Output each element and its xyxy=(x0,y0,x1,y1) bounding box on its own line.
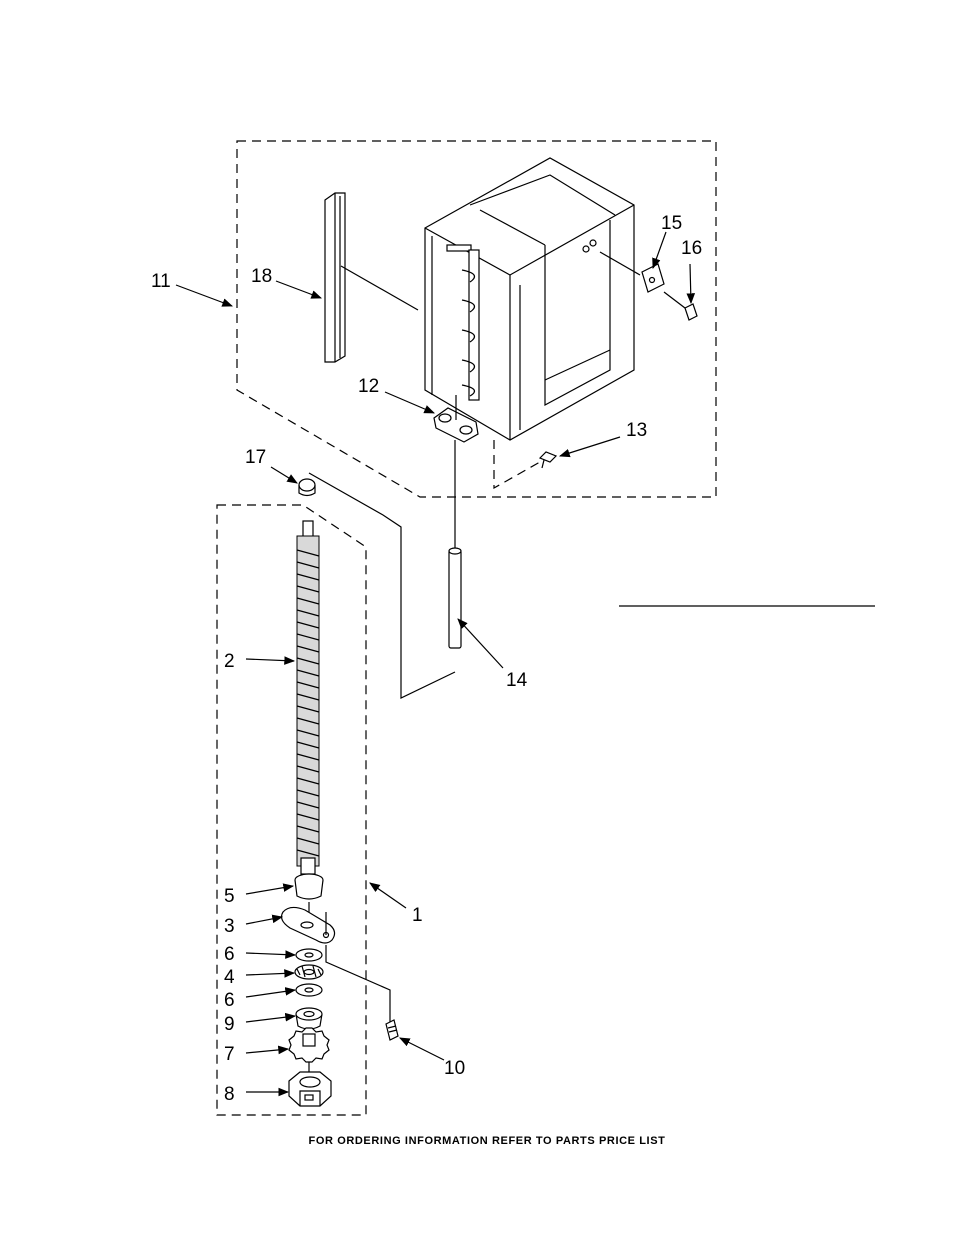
callout-16: 16 xyxy=(681,238,702,259)
callout-17: 17 xyxy=(245,447,266,468)
part-6-washer-upper xyxy=(296,949,322,961)
part-7-sprocket xyxy=(289,1028,329,1074)
callout-1: 1 xyxy=(412,905,423,926)
callout-7: 7 xyxy=(224,1044,235,1065)
callout-9: 9 xyxy=(224,1014,235,1035)
assembly-1-boundary xyxy=(217,505,366,1115)
callout-18: 18 xyxy=(251,266,272,287)
callout-15: 15 xyxy=(661,213,682,234)
callout-6-lower: 6 xyxy=(224,990,235,1011)
callout-13: 13 xyxy=(626,420,647,441)
callout-2: 2 xyxy=(224,651,235,672)
callout-4: 4 xyxy=(224,967,235,988)
callout-5: 5 xyxy=(224,886,235,907)
part-14-rod xyxy=(449,440,461,648)
part-8-nut xyxy=(289,1072,331,1106)
callout-6-upper: 6 xyxy=(224,944,235,965)
callout-3: 3 xyxy=(224,916,235,937)
callout-8: 8 xyxy=(224,1084,235,1105)
part-16-screw xyxy=(664,292,697,320)
part-6-washer-lower xyxy=(296,984,322,996)
part-13-screw xyxy=(494,440,556,488)
part-9-spacer xyxy=(296,1008,322,1029)
part-2-auger xyxy=(297,521,319,874)
part-10-screw xyxy=(386,1020,398,1040)
callout-10: 10 xyxy=(444,1058,465,1079)
part-3-plate xyxy=(282,907,390,1022)
footer-note: FOR ORDERING INFORMATION REFER TO PARTS … xyxy=(309,1135,666,1147)
callout-14: 14 xyxy=(506,670,528,691)
callout-12: 12 xyxy=(358,376,379,397)
part-4-bearing xyxy=(295,965,323,979)
part-17-cap xyxy=(299,473,455,698)
callout-11: 11 xyxy=(151,271,171,292)
part-18-strip xyxy=(325,193,418,362)
